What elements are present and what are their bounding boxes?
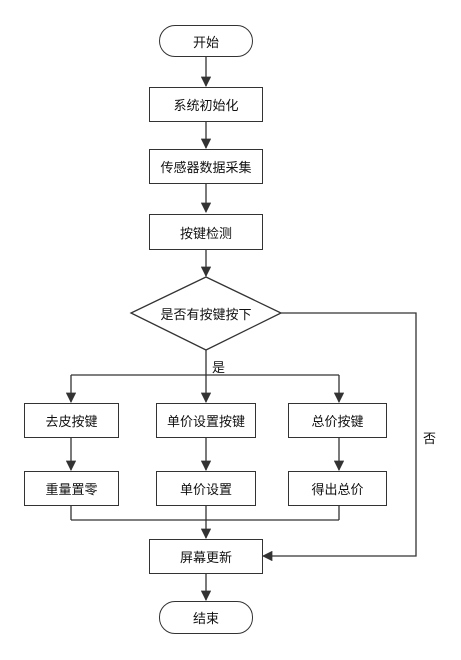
init-label: 系统初始化 (173, 99, 239, 114)
decision-text: 是否有按键按下 (131, 300, 281, 326)
end-terminal: 结束 (159, 601, 253, 634)
branch-mid-action: 单价设置 (156, 471, 256, 506)
branch-right-key: 总价按键 (288, 403, 387, 438)
start-terminal: 开始 (159, 25, 253, 57)
key-detect-label: 按键检测 (179, 226, 232, 242)
no-label: 否 (423, 432, 437, 447)
refresh-label: 屏幕更新 (179, 551, 232, 566)
branch-left-key-label: 去皮按键 (45, 415, 98, 430)
branch-left-action: 重量置零 (24, 471, 119, 506)
yes-label: 是 (212, 361, 226, 376)
branch-left-key: 去皮按键 (24, 403, 119, 438)
sensor-process: 传感器数据采集 (149, 149, 263, 184)
refresh-process: 屏幕更新 (149, 539, 263, 574)
start-label: 开始 (192, 35, 219, 51)
branch-mid-key: 单价设置按键 (156, 403, 256, 438)
init-process: 系统初始化 (149, 87, 263, 122)
branch-right-action-label: 得出总价 (311, 483, 364, 498)
decision-diamond (129, 276, 283, 351)
branch-right-key-label: 总价按键 (311, 415, 364, 430)
branch-mid-key-label: 单价设置按键 (166, 415, 245, 430)
key-detect-process: 按键检测 (149, 214, 263, 250)
branch-left-action-label: 重量置零 (45, 483, 98, 498)
branch-mid-action-label: 单价设置 (179, 483, 232, 498)
connector-no-branch (261, 312, 417, 562)
branch-right-action: 得出总价 (288, 471, 387, 506)
end-label: 结束 (192, 612, 219, 627)
decision-label: 是否有按键按下 (160, 307, 252, 323)
sensor-label: 传感器数据采集 (160, 161, 252, 176)
